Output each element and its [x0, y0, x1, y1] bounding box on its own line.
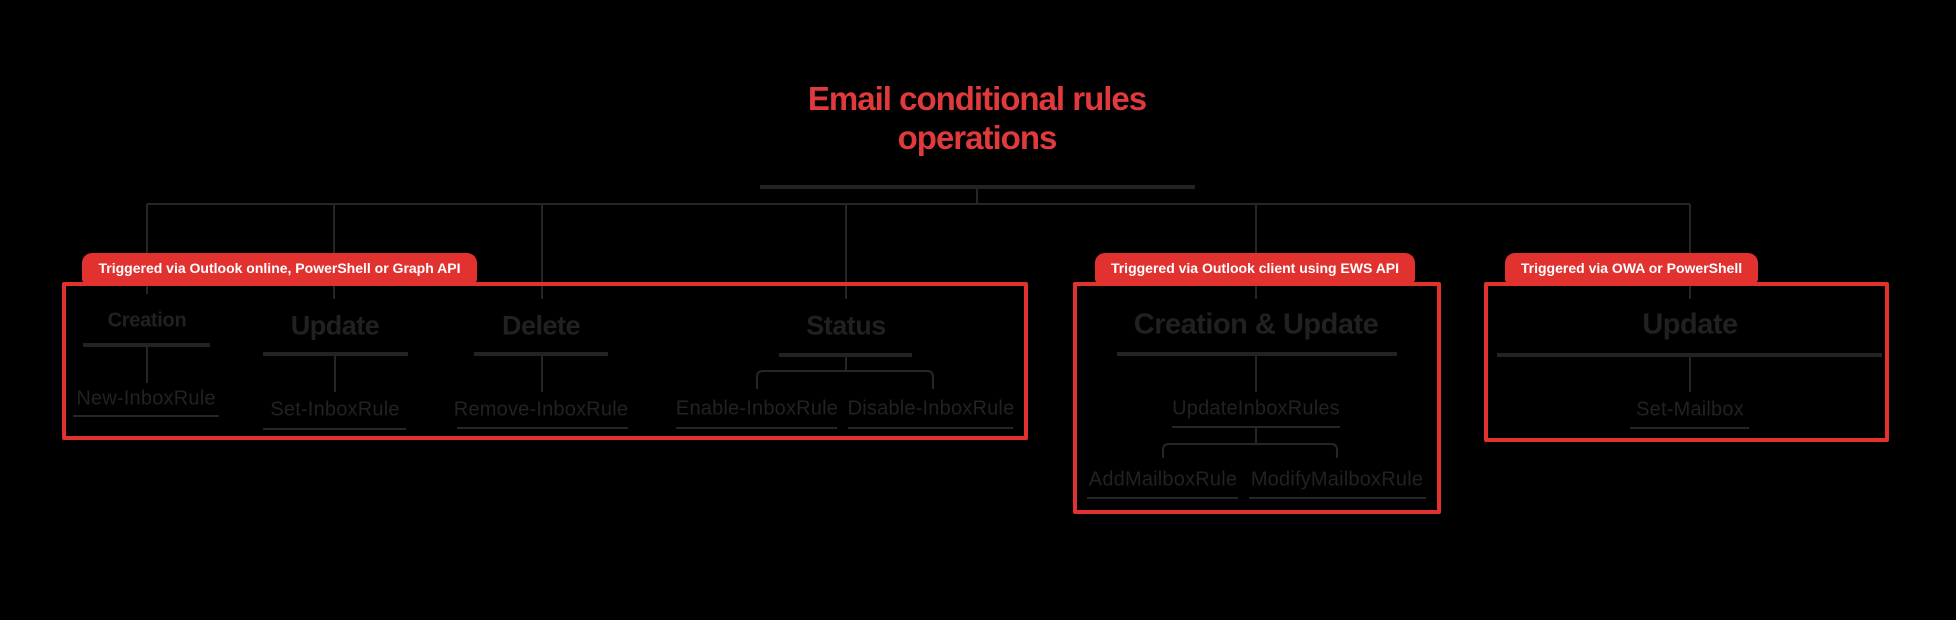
group-box-graph-api: [62, 282, 1028, 440]
node-remove-inboxrule: Remove-InboxRule: [453, 398, 629, 421]
node-creation-and-update: Creation & Update: [1133, 308, 1379, 341]
badge-graph-api: Triggered via Outlook online, PowerShell…: [82, 253, 477, 284]
node-set-mailbox: Set-Mailbox: [1636, 398, 1744, 421]
node-new-inboxrule: New-InboxRule: [76, 387, 216, 410]
node-set-inboxrule: Set-InboxRule: [270, 398, 400, 421]
node-underlines-thick: [83, 185, 1882, 357]
node-updateinboxrules: UpdateInboxRules: [1172, 397, 1340, 420]
node-update-online: Update: [290, 310, 380, 341]
badge-owa: Triggered via OWA or PowerShell: [1505, 253, 1758, 284]
node-status: Status: [806, 310, 886, 341]
node-delete: Delete: [501, 310, 581, 341]
node-update-owa: Update: [1642, 308, 1738, 341]
diagram-title-line1: Email conditional rules: [807, 80, 1147, 117]
badge-ews-api: Triggered via Outlook client using EWS A…: [1095, 253, 1415, 284]
diagram-title-line2: operations: [897, 119, 1058, 156]
group-box-ews-api: [1073, 282, 1441, 514]
node-addmailboxrule: AddMailboxRule: [1088, 468, 1238, 491]
node-modifymailboxrule: ModifyMailboxRule: [1250, 468, 1424, 491]
diagram-title: Email conditional rules operations: [807, 79, 1147, 157]
node-enable-inboxrule: Enable-InboxRule: [675, 397, 839, 420]
node-creation: Creation: [107, 309, 187, 332]
node-disable-inboxrule: Disable-InboxRule: [847, 397, 1015, 420]
group-box-owa: [1484, 282, 1889, 442]
